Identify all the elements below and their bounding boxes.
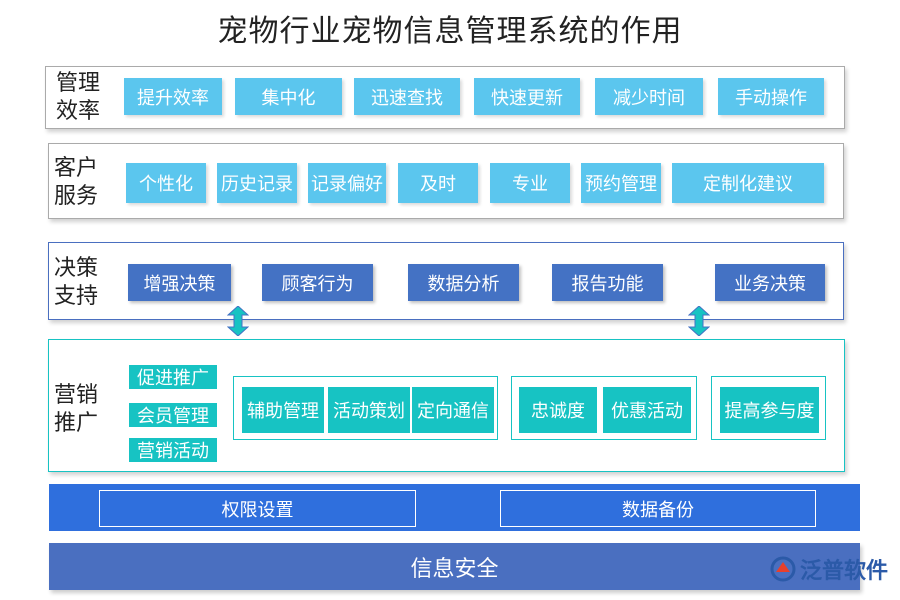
item-quick-search: 迅速查找 [354, 78, 460, 115]
item-discount-activity: 优惠活动 [603, 387, 691, 433]
section-customer-service: 客户 服务 个性化 历史记录 记录偏好 及时 专业 预约管理 定制化建议 [48, 143, 844, 219]
permission-settings: 权限设置 [99, 490, 416, 527]
item-activity-planning: 活动策划 [328, 387, 410, 433]
item-improve-efficiency: 提升效率 [124, 78, 222, 115]
brand-logo: 泛普软件 [770, 553, 888, 585]
item-appointment: 预约管理 [581, 163, 661, 203]
section-label: 客户 服务 [54, 156, 99, 209]
item-data-analysis: 数据分析 [408, 264, 519, 301]
item-report-function: 报告功能 [552, 264, 663, 301]
item-assist-management: 辅助管理 [242, 387, 324, 433]
item-promote: 促进推广 [129, 365, 217, 389]
item-centralization: 集中化 [235, 78, 342, 115]
section-management-efficiency: 管理 效率 提升效率 集中化 迅速查找 快速更新 减少时间 手动操作 [45, 66, 845, 129]
group-assist: 辅助管理 活动策划 定向通信 [233, 376, 498, 440]
item-business-decision: 业务决策 [715, 264, 825, 301]
permission-bar: 权限设置 数据备份 [49, 484, 860, 531]
item-targeted-communication: 定向通信 [412, 387, 494, 433]
logo-text: 泛普软件 [800, 559, 889, 584]
item-quick-update: 快速更新 [474, 78, 580, 115]
item-manual-operation: 手动操作 [718, 78, 824, 115]
group-engagement: 提高参与度 [711, 376, 826, 440]
item-timely: 及时 [398, 163, 478, 203]
item-personalization: 个性化 [126, 163, 206, 203]
item-member-management: 会员管理 [129, 403, 217, 427]
item-loyalty: 忠诚度 [519, 387, 597, 433]
item-record-preference: 记录偏好 [308, 163, 386, 203]
item-enhance-decision: 增强决策 [128, 264, 231, 301]
logo-icon [770, 556, 796, 582]
item-professional: 专业 [490, 163, 570, 203]
section-label: 营销 推广 [54, 383, 99, 436]
item-increase-engagement: 提高参与度 [720, 387, 819, 433]
page-title: 宠物行业宠物信息管理系统的作用 [217, 14, 683, 49]
information-security: 信息安全 [410, 556, 499, 582]
item-custom-advice: 定制化建议 [672, 163, 824, 203]
section-marketing-promotion: 营销 推广 促进推广 会员管理 营销活动 辅助管理 活动策划 定向通信 忠诚度 … [48, 339, 845, 472]
data-backup: 数据备份 [500, 490, 816, 527]
section-decision-support: 决策 支持 增强决策 顾客行为 数据分析 报告功能 业务决策 [48, 242, 844, 320]
double-arrow-icon [227, 306, 249, 336]
item-marketing-activity: 营销活动 [129, 438, 217, 462]
item-reduce-time: 减少时间 [595, 78, 703, 115]
double-arrow-icon [688, 306, 710, 336]
group-loyalty: 忠诚度 优惠活动 [511, 376, 697, 440]
section-label: 管理 效率 [56, 71, 101, 124]
item-history: 历史记录 [217, 163, 297, 203]
section-label: 决策 支持 [54, 256, 99, 309]
item-customer-behavior: 顾客行为 [262, 264, 373, 301]
security-bar: 信息安全 [49, 543, 860, 590]
